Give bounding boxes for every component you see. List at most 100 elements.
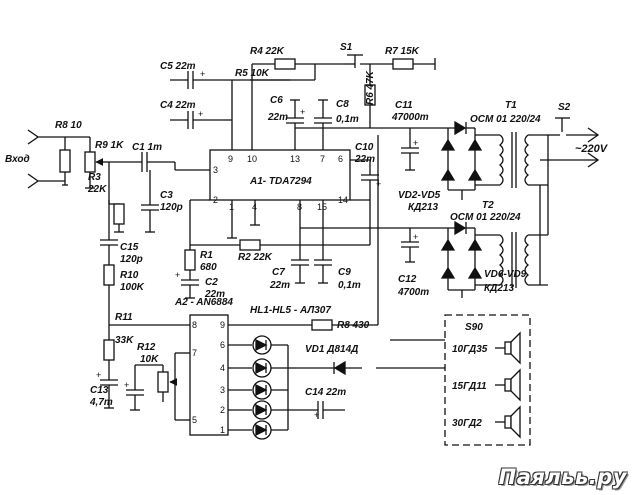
a2-pin-7: 7 — [192, 348, 197, 358]
diode-bridge-vd2-vd5 — [435, 120, 483, 200]
a2-pin-2: 2 — [220, 405, 225, 415]
r3-value: 22K — [87, 184, 107, 195]
c4-label: C4 22m — [160, 100, 196, 111]
r2-label: R2 22K — [238, 252, 273, 263]
c14-label: C14 22m — [305, 387, 346, 398]
c10-value: 22m — [354, 154, 375, 165]
a1-pin-15: 15 — [317, 202, 327, 212]
polarity-mark-c13: + — [96, 370, 101, 380]
polarity-mark-c4: + — [198, 109, 203, 119]
a1-label: A1- TDA7294 — [249, 176, 312, 187]
capacitor-c7 — [291, 228, 309, 284]
zener-vd1 — [333, 360, 362, 376]
speaker-2 — [495, 368, 521, 402]
a2-pin-4: 4 — [220, 363, 225, 373]
input-label: Вход — [5, 154, 30, 165]
capacitor-c2 — [181, 279, 199, 299]
c11-value: 47000m — [391, 112, 429, 123]
r8-led-label: R8 430 — [337, 320, 370, 331]
polarity-mark-c2: + — [175, 270, 180, 280]
c11-label: C11 — [395, 100, 413, 111]
c9-value: 0,1m — [338, 280, 361, 291]
speaker-1-label: 10ГД35 — [452, 344, 488, 355]
c5-label: C5 22m — [160, 61, 196, 72]
potentiometer-r12 — [134, 364, 178, 402]
a2-pin-8: 8 — [192, 320, 197, 330]
c7-label: C7 — [272, 267, 285, 278]
resistor-r3 — [108, 162, 125, 233]
r10-value: 100K — [120, 282, 145, 293]
vd6-vd9-value: КД213 — [484, 283, 514, 294]
resistor-r7 — [392, 58, 436, 70]
s1-label: S1 — [340, 42, 353, 53]
r9-label: R9 1K — [95, 140, 124, 151]
r1-value: 680 — [200, 262, 217, 273]
r8-input-label: R8 10 — [55, 120, 82, 131]
switch-s2 — [540, 117, 598, 161]
capacitor-c4 — [170, 111, 232, 129]
polarity-mark-c6: + — [300, 107, 305, 117]
c13-value: 4,7m — [89, 397, 113, 408]
c8-label: C8 — [336, 99, 349, 110]
speaker-box-label: S90 — [465, 322, 483, 333]
vd2-vd5-value: КД213 — [408, 202, 438, 213]
a2-label: A2 - AN6884 — [174, 297, 233, 308]
speaker-2-label: 15ГД11 — [452, 381, 487, 392]
resistor-r8-led — [311, 319, 333, 331]
transformer-t2 — [475, 232, 548, 288]
c8-value: 0,1m — [336, 114, 359, 125]
capacitor-c12 — [401, 228, 419, 263]
c12-value: 4700m — [397, 287, 429, 298]
switch-s1 — [345, 54, 393, 68]
speaker-3 — [495, 405, 521, 439]
c15-label: C15 — [120, 242, 139, 253]
ic-a2 — [189, 314, 229, 436]
r4-label: R4 22K — [250, 46, 285, 57]
diode-bridge-vd6-vd9 — [435, 220, 483, 298]
a2-pin-3: 3 — [220, 385, 225, 395]
resistor-r10 — [103, 264, 115, 286]
polarity-mark-c11: + — [413, 138, 418, 148]
capacitor-c15 — [100, 239, 118, 246]
s2-label: S2 — [558, 102, 571, 113]
a1-pin-7: 7 — [320, 154, 325, 164]
a2-pin-9: 9 — [220, 320, 225, 330]
r10-label: R10 — [120, 270, 139, 281]
speaker-1 — [495, 331, 521, 365]
a1-pin-3: 3 — [213, 165, 218, 175]
resistor-r2 — [190, 239, 370, 251]
resistor-r1 — [184, 245, 196, 280]
polarity-mark-c10: + — [376, 179, 381, 189]
c2-value: 22m — [204, 289, 225, 300]
input-connector — [27, 129, 65, 189]
resistor-r8-input — [59, 137, 71, 186]
capacitor-c9 — [314, 228, 332, 284]
a1-pin-6: 6 — [338, 154, 343, 164]
r6-label: R6 47K — [365, 70, 376, 105]
t2-value: ОСМ 01 220/24 — [450, 212, 521, 223]
t1-value: ОСМ 01 220/24 — [470, 114, 541, 125]
r11-value: 33K — [115, 335, 134, 346]
a1-pin-14: 14 — [338, 195, 348, 205]
a1-pin-8: 8 — [297, 202, 302, 212]
a1-pin-9: 9 — [228, 154, 233, 164]
r7-label: R7 15K — [385, 46, 420, 57]
capacitor-c5 — [170, 71, 232, 89]
a2-pin-6: 6 — [220, 340, 225, 350]
c3-label: C3 — [160, 190, 173, 201]
t2-label: T2 — [482, 200, 494, 211]
polarity-mark-r12-cap: + — [124, 380, 129, 390]
capacitor-c3 — [141, 170, 159, 233]
resistor-r6 — [364, 64, 376, 128]
c6-label: C6 — [270, 95, 283, 106]
r11-label: R11 — [115, 312, 133, 323]
r12-label: R12 — [137, 342, 156, 353]
vd2-vd5-label: VD2-VD5 — [398, 190, 441, 201]
c1-label: C1 1m — [132, 142, 162, 153]
c12-label: C12 — [398, 274, 417, 285]
r1-label: R1 — [200, 250, 213, 261]
a2-pin-1: 1 — [220, 425, 225, 435]
vd1-label: VD1 Д814Д — [305, 344, 358, 355]
c10-label: C10 — [355, 142, 374, 153]
capacitor-c13 — [100, 379, 118, 409]
